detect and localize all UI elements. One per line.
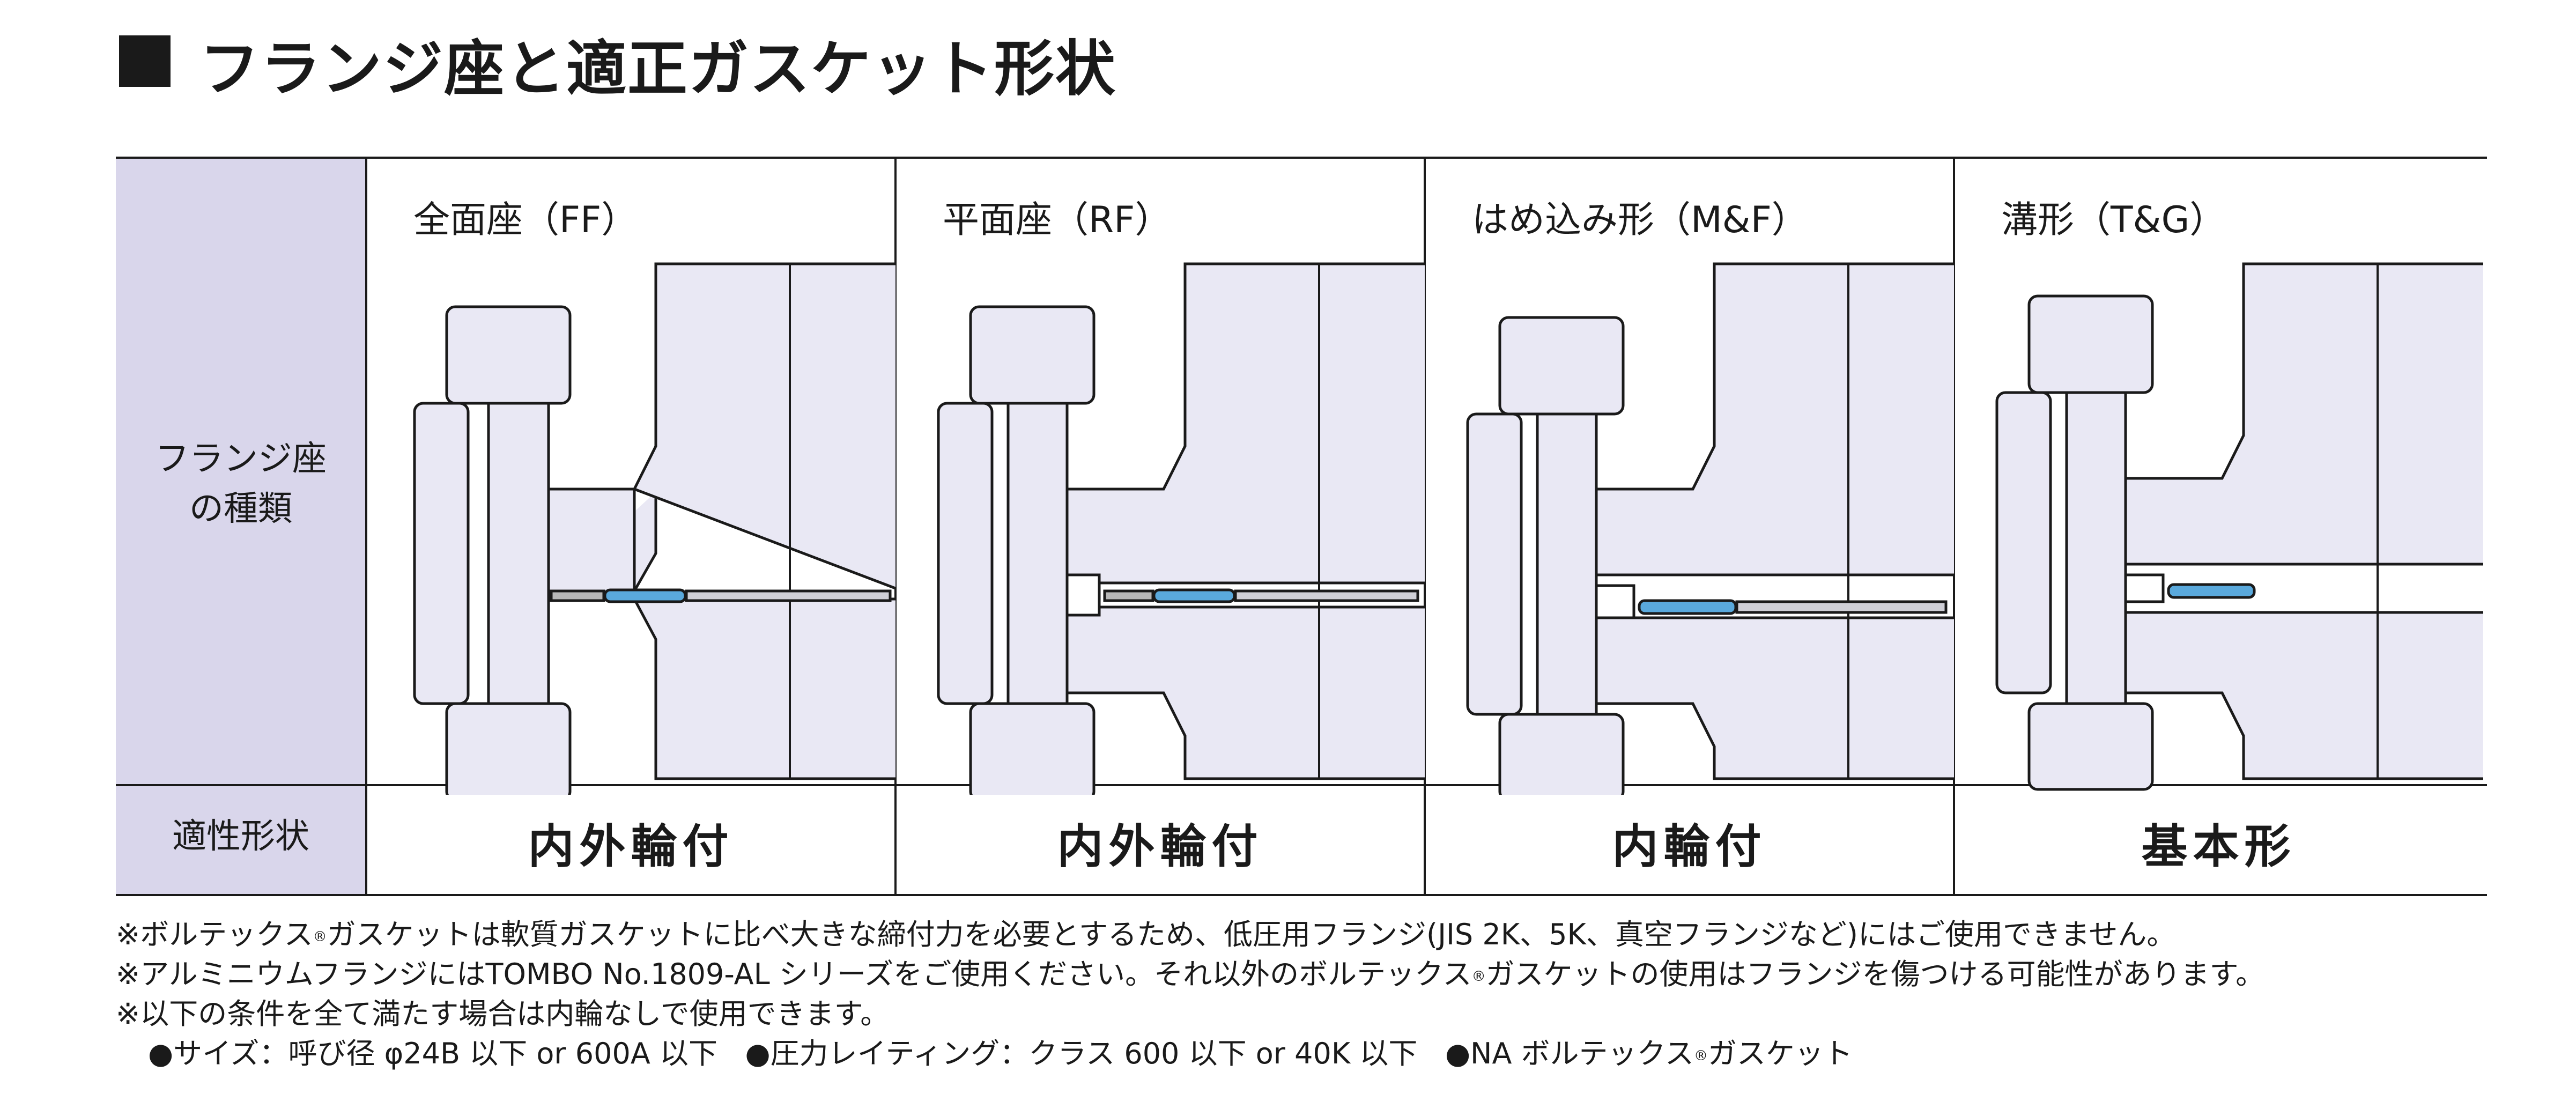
shape-label-tg: 基本形 — [2141, 820, 2296, 874]
upper-flange-body — [1065, 262, 1425, 585]
gasket-outer-ring — [1103, 589, 1154, 602]
washer — [937, 402, 994, 705]
note-conditions: ●サイズ：呼び径 φ24B 以下 or 600A 以下 ●圧力レイティング：クラ… — [116, 1034, 2264, 1074]
row-header-shape: 適性形状 — [172, 817, 309, 856]
note-2: ※アルミニウムフランジにはTOMBO No.1809-AL シリーズをご使用くだ… — [116, 957, 2265, 991]
groove — [2124, 573, 2165, 603]
washer — [1466, 412, 1523, 716]
column-title-rf: 平面座（RF） — [943, 199, 1172, 241]
row-header-line: フランジ座 — [155, 439, 327, 479]
lower-flange-body — [1065, 605, 1425, 780]
gasket-inner-ring — [1234, 589, 1419, 602]
upper-nut — [969, 305, 1095, 405]
gasket-inner-ring — [1735, 600, 1948, 614]
upper-nut — [445, 305, 572, 405]
lower-flange-body — [2124, 611, 2483, 780]
shape-label-ff: 内外輪付 — [528, 820, 734, 874]
column-divider — [1953, 157, 1955, 896]
gasket-spiral — [1638, 599, 1737, 615]
flange-diagram-tg — [1995, 262, 2483, 791]
registered-mark: ® — [1471, 969, 1486, 985]
lower-nut — [1498, 713, 1625, 795]
shape-label-rf: 内外輪付 — [1057, 820, 1263, 874]
condition-size: ●サイズ：呼び径 φ24B 以下 or 600A 以下 — [148, 1037, 717, 1070]
raised-face — [1065, 573, 1101, 617]
column-title-ff: 全面座（FF） — [413, 199, 638, 241]
lower-nut — [969, 702, 1095, 795]
lower-flange-body — [1595, 616, 1954, 780]
table-bottom-border — [116, 894, 2487, 896]
registered-mark: ® — [1693, 1048, 1708, 1064]
row-header-column — [116, 157, 366, 896]
row-header-flange-types: フランジ座 の種類 — [116, 434, 366, 534]
gasket-spiral — [1152, 588, 1236, 603]
bolt-shaft — [487, 375, 550, 753]
notes-block: ※ボルテックス®ガスケットは軟質ガスケットに比べ大きな締付力を必要とするため、低… — [116, 915, 2264, 1074]
washer — [1995, 391, 2052, 694]
title-square-icon — [119, 35, 171, 87]
upper-nut — [1498, 316, 1625, 416]
page-title: フランジ座と適正ガスケット形状 — [199, 34, 1116, 104]
lower-nut — [445, 702, 572, 795]
flange-diagram-ff — [413, 262, 895, 795]
note-1: ※ボルテックス®ガスケットは軟質ガスケットに比べ大きな締付力を必要とするため、低… — [116, 918, 2176, 951]
table-row-divider — [116, 784, 2487, 786]
column-divider — [365, 157, 367, 896]
gasket-inner-ring — [685, 589, 892, 602]
flange-diagram-rf — [937, 262, 1425, 795]
upper-nut — [2027, 294, 2154, 394]
condition-pressure: ●圧力レイティング：クラス 600 以下 or 40K 以下 — [745, 1037, 1418, 1070]
flange-table: フランジ座 の種類 適性形状 全面座（FF） 平面座（RF） はめ込み形（M&F… — [116, 157, 2487, 896]
male-face — [1595, 584, 1635, 619]
bolt-shaft — [1006, 375, 1069, 753]
column-title-tg: 溝形（T&G） — [2001, 199, 2226, 241]
flange-diagram-mf — [1466, 262, 1954, 795]
bolt-shaft — [2065, 364, 2127, 743]
lower-flange-body — [549, 597, 895, 780]
bolt-shaft — [1536, 375, 1598, 753]
upper-flange-body — [1595, 262, 1954, 576]
gasket-spiral — [603, 588, 687, 603]
column-divider — [1424, 157, 1426, 896]
upper-flange-body — [547, 262, 895, 591]
column-divider — [894, 157, 897, 896]
shape-label-mf: 内輪付 — [1612, 820, 1767, 874]
note-3: ※以下の条件を全て満たす場合は内輪なしで使用できます。 — [116, 997, 890, 1031]
gasket-spiral — [2167, 583, 2256, 599]
table-top-border — [116, 157, 2487, 159]
lower-nut — [2027, 702, 2154, 791]
washer — [413, 402, 470, 705]
gasket-outer-ring — [550, 589, 605, 602]
flange-ff-drawing — [413, 262, 895, 795]
column-title-mf: はめ込み形（M&F） — [1472, 199, 1808, 241]
row-header-line: の種類 — [189, 489, 292, 529]
registered-mark: ® — [313, 929, 327, 945]
condition-gasket: ●NA ボルテックス®ガスケット — [1445, 1037, 1853, 1070]
upper-flange-body — [2124, 262, 2483, 566]
